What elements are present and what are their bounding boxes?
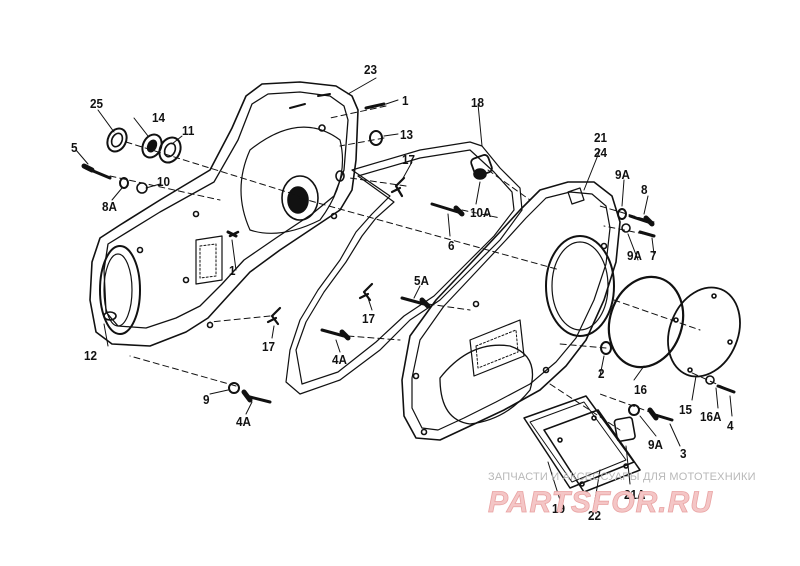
callout-9a: 9A — [648, 437, 663, 452]
callout-13: 13 — [400, 127, 414, 142]
callout-1: 1 — [229, 263, 236, 278]
callout-9: 9 — [203, 392, 210, 407]
callout-4a: 4A — [236, 414, 251, 429]
callout-25: 25 — [90, 96, 104, 111]
callout-17: 17 — [402, 152, 416, 167]
gasket — [285, 141, 523, 395]
svg-text:PARTSFOR.RU: PARTSFOR.RU — [488, 486, 713, 519]
callout-9a: 9A — [627, 248, 642, 263]
callout-10a: 10A — [470, 205, 492, 220]
assembly-lines — [109, 105, 735, 431]
inspection-cover — [523, 395, 641, 493]
callout-21a: 21A — [624, 487, 646, 502]
watermark-logo: PARTSFOR.RU — [488, 486, 713, 520]
derby-cover — [667, 286, 741, 378]
callout-18: 18 — [471, 95, 485, 110]
callout-11: 11 — [182, 123, 195, 138]
watermark-tagline: ЗАПЧАСТИ И АКСЕССУАРЫ ДЛЯ МОТОТЕХНИКИ — [488, 471, 756, 483]
callout-10: 10 — [157, 174, 171, 189]
callout-16a: 16A — [700, 409, 722, 424]
o-ring — [607, 275, 685, 369]
callout-4a: 4A — [332, 352, 347, 367]
callout-9a: 9A — [615, 167, 630, 182]
callout-2: 2 — [598, 366, 605, 381]
callout-5: 5 — [71, 140, 78, 155]
callout-16: 16 — [634, 382, 648, 397]
callout-21: 21 — [594, 130, 608, 145]
callout-22: 22 — [588, 508, 602, 523]
callout-1: 1 — [402, 93, 409, 108]
outer-primary-cover — [401, 181, 621, 441]
leader-lines — [75, 77, 733, 507]
callout-4: 4 — [727, 418, 734, 433]
callout-3: 3 — [680, 446, 687, 461]
callout-7: 7 — [650, 248, 657, 263]
callout-8: 8 — [641, 182, 648, 197]
callout-6: 6 — [448, 238, 455, 253]
callout-5a: 5A — [414, 273, 429, 288]
callout-15: 15 — [679, 402, 693, 417]
callout-23: 23 — [364, 62, 378, 77]
callout-24: 24 — [594, 145, 608, 160]
callout-14: 14 — [152, 110, 166, 125]
callout-17: 17 — [362, 311, 376, 326]
callout-19: 19 — [552, 501, 566, 516]
callout-17: 17 — [262, 339, 276, 354]
inner-primary-cover — [89, 81, 359, 347]
callout-12: 12 — [84, 348, 98, 363]
callout-8a: 8A — [102, 199, 117, 214]
